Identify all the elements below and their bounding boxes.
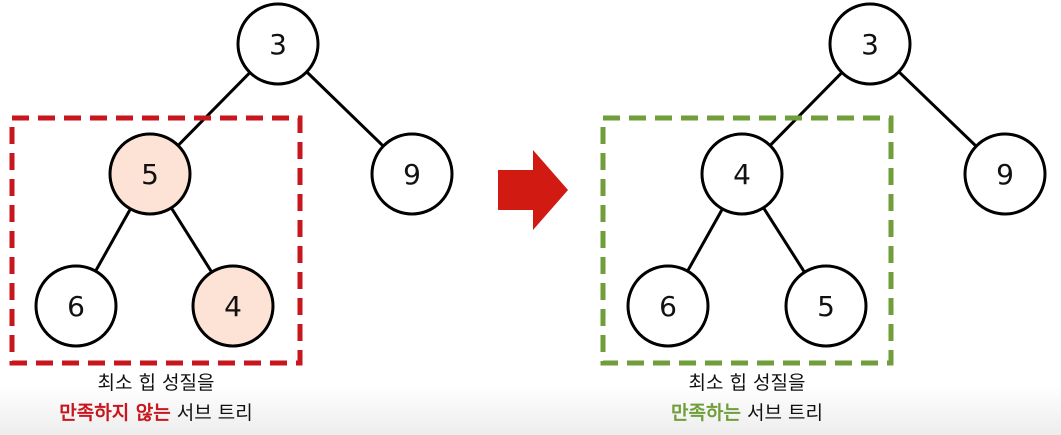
left-caption-highlight: 만족하지 않는 xyxy=(59,402,171,424)
node-left-right xyxy=(784,264,868,348)
node-root-label: 3 xyxy=(861,28,879,61)
left-caption-line1: 최소 힙 성질을 xyxy=(97,372,215,394)
right-caption-line1: 최소 힙 성질을 xyxy=(688,372,806,394)
node-left-label: 4 xyxy=(733,158,751,191)
node-right xyxy=(370,132,454,216)
right-caption-rest: 서브 트리 xyxy=(740,402,823,424)
node-left-left-label: 6 xyxy=(659,290,677,323)
node-left xyxy=(700,132,784,216)
node-root xyxy=(828,2,912,86)
node-root-label: 3 xyxy=(269,28,287,61)
node-right xyxy=(963,132,1047,216)
node-root xyxy=(236,2,320,86)
right-caption-highlight: 만족하는 xyxy=(671,402,741,424)
right-arrow-icon xyxy=(498,150,568,230)
node-left-left-label: 6 xyxy=(67,290,85,323)
invalid-subtree-box xyxy=(9,115,303,366)
node-highlighted xyxy=(108,132,192,216)
left-caption-line2: 만족하지 않는 서브 트리 xyxy=(0,398,336,428)
node-left-label: 5 xyxy=(141,158,159,191)
left-tree: 3 5 9 6 4 xyxy=(9,2,454,366)
node-left-right-label: 5 xyxy=(817,290,835,323)
left-caption-rest: 서브 트리 xyxy=(170,402,253,424)
valid-subtree-box xyxy=(600,115,894,366)
node-left-right-label: 4 xyxy=(224,290,242,323)
node-left-left xyxy=(626,264,710,348)
right-tree: 3 4 9 6 5 xyxy=(600,2,1047,366)
node-right-label: 9 xyxy=(403,158,421,191)
node-highlighted-child xyxy=(191,264,275,348)
right-caption: 최소 힙 성질을 만족하는 서브 트리 xyxy=(567,368,927,428)
node-left-left xyxy=(34,264,118,348)
left-caption: 최소 힙 성질을 만족하지 않는 서브 트리 xyxy=(0,368,336,428)
node-right-label: 9 xyxy=(996,158,1014,191)
right-caption-line2: 만족하는 서브 트리 xyxy=(567,398,927,428)
